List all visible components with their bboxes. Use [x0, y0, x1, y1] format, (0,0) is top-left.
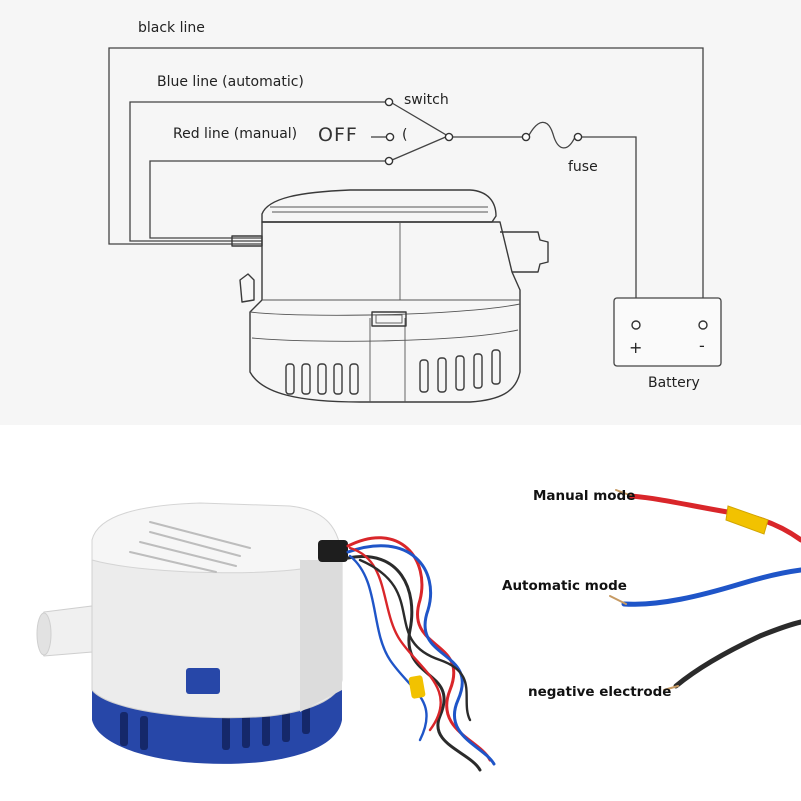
battery-plus-sign: +: [629, 338, 643, 357]
pump-drawing: [231, 189, 549, 403]
fuse-terminal-right: [573, 132, 583, 142]
red-wire: [615, 489, 801, 543]
black-wire: [663, 619, 801, 691]
fuse-label: fuse: [568, 159, 598, 175]
switch-common-terminal: [444, 132, 454, 142]
bilge-pump-photo: [36, 502, 343, 764]
battery-minus-sign: -: [699, 336, 705, 355]
battery-box: [613, 297, 722, 367]
off-label: OFF: [318, 124, 358, 146]
fuse-element: [527, 121, 576, 149]
red-line-label: Red line (manual): [173, 126, 298, 142]
fuse-to-battery-wire: [580, 136, 637, 322]
switch-terminal-auto: [384, 97, 394, 107]
black-line-wire: [108, 47, 704, 322]
red-line-wire: [149, 160, 389, 239]
red-wire-connector: [725, 505, 769, 535]
pump-top-dome: [91, 502, 343, 574]
wiring-diagram: [108, 47, 722, 403]
fuse-terminal-left: [521, 132, 531, 142]
blue-wire: [609, 567, 801, 607]
battery-positive-terminal: [631, 320, 641, 330]
manual-mode-label: Manual mode: [533, 488, 636, 504]
blue-line-label: Blue line (automatic): [157, 74, 304, 90]
battery-label: Battery: [648, 375, 700, 391]
battery-negative-terminal: [698, 320, 708, 330]
automatic-mode-label: Automatic mode: [502, 578, 627, 594]
black-line-label: black line: [138, 20, 205, 36]
off-glyph: (: [402, 127, 408, 143]
wire-bundle: [318, 536, 496, 772]
switch-terminal-off: [385, 132, 395, 142]
switch-label: switch: [404, 92, 449, 108]
switch-terminal-manual: [384, 156, 394, 166]
negative-electrode-label: negative electrode: [528, 684, 672, 700]
blue-line-wire: [129, 101, 389, 242]
